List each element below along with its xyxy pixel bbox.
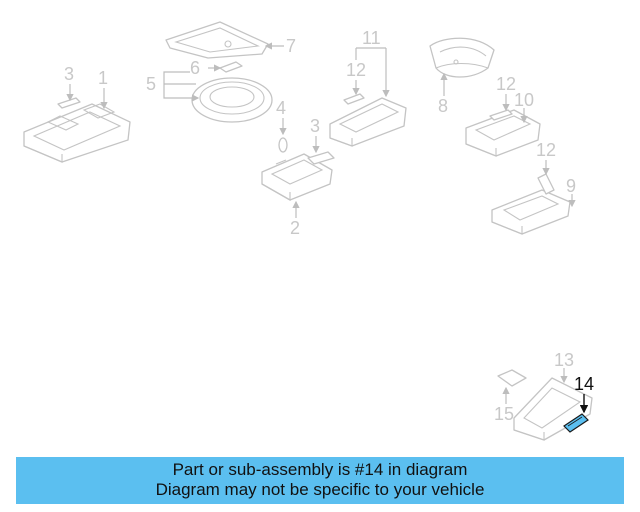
lens-plate bbox=[165, 21, 269, 59]
callout-10: 10 bbox=[514, 90, 534, 110]
callout-13: 13 bbox=[554, 350, 574, 370]
center-lamp-11 bbox=[329, 97, 407, 147]
bulb-6 bbox=[219, 61, 243, 73]
lamp-13 bbox=[513, 377, 593, 441]
lens-4 bbox=[278, 137, 288, 153]
callout-9: 9 bbox=[566, 176, 576, 196]
bulb-14-highlighted[interactable] bbox=[563, 413, 589, 433]
leader-5 bbox=[163, 71, 198, 98]
bulb-12-lower bbox=[537, 173, 555, 195]
callout-4: 4 bbox=[276, 98, 286, 118]
callout-12-lower: 12 bbox=[536, 140, 556, 160]
callout-3-left: 3 bbox=[64, 64, 74, 84]
callout-14: 14 bbox=[574, 374, 594, 394]
caption-line-2: Diagram may not be specific to your vehi… bbox=[155, 480, 485, 499]
callout-2: 2 bbox=[290, 218, 300, 238]
callout-15: 15 bbox=[494, 404, 514, 424]
bracket-15 bbox=[497, 369, 527, 387]
bulb-12-right bbox=[489, 109, 513, 121]
callout-6: 6 bbox=[190, 58, 200, 78]
callout-12-center: 12 bbox=[346, 60, 366, 80]
map-lamp-housing bbox=[23, 103, 131, 163]
callout-11: 11 bbox=[362, 28, 381, 48]
callout-5: 5 bbox=[146, 74, 156, 94]
leader-11 bbox=[355, 47, 386, 96]
callout-12-right: 12 bbox=[496, 74, 516, 94]
bulb-12-center bbox=[343, 93, 365, 105]
callout-8: 8 bbox=[438, 96, 448, 116]
callout-1: 1 bbox=[98, 68, 108, 88]
callout-3-center: 3 bbox=[310, 116, 320, 136]
dome-lamp-round bbox=[191, 77, 273, 123]
caption-line-1: Part or sub-assembly is #14 in diagram bbox=[172, 460, 468, 479]
diagram-caption-banner: Part or sub-assembly is #14 in diagram D… bbox=[16, 457, 624, 504]
bulb-3-center bbox=[307, 151, 335, 165]
lamp-9 bbox=[491, 189, 571, 235]
bulb-3-left bbox=[57, 97, 81, 109]
callout-7: 7 bbox=[286, 36, 296, 56]
dome-shade-8 bbox=[429, 37, 495, 78]
lamp-assembly-2 bbox=[261, 153, 333, 201]
